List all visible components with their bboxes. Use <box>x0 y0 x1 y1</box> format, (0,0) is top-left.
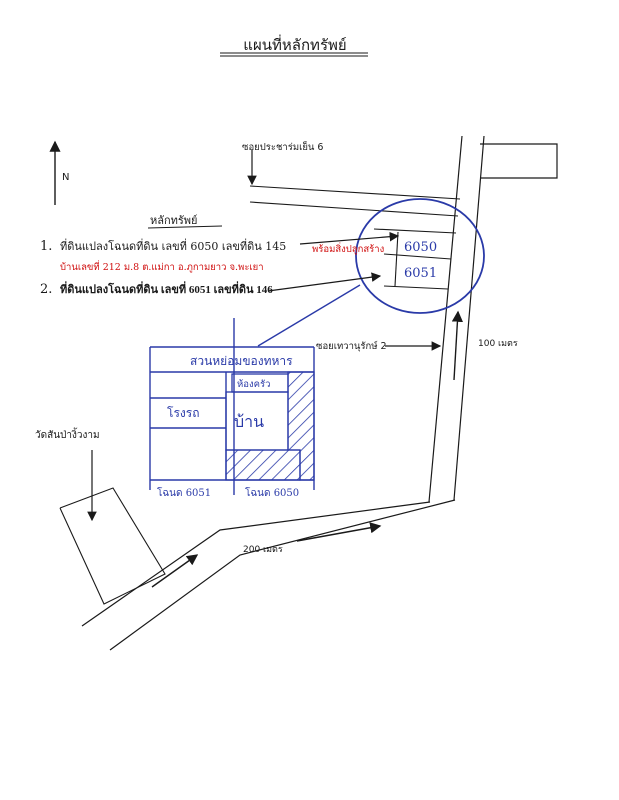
legend-item1-extra: พร้อมสิ่งปลูกสร้าง <box>312 242 384 255</box>
deed-6051-label: โฉนด 6051 <box>157 486 211 499</box>
kitchen-label: ห้องครัว <box>237 379 270 390</box>
legend-item1-pointer <box>299 231 400 245</box>
plot-6050-label: 6050 <box>404 240 437 255</box>
soi-top-label: ซอยประชาร่มเย็น 6 <box>242 140 323 153</box>
plot-boundary-a <box>373 228 457 234</box>
detail-plan <box>149 318 315 495</box>
side-distance-label: 100 เมตร <box>478 339 518 349</box>
soi-top-upper-edge <box>249 185 461 200</box>
soi-top-lower-edge <box>249 201 459 217</box>
top-right-building <box>480 143 558 179</box>
legend-item1-number: 1. <box>40 239 52 254</box>
legend-item1-address: บ้านเลขที่ 212 ม.8 ต.แม่กา อ.ภูกามยาว จ.… <box>60 260 264 273</box>
detail-connector <box>257 284 361 347</box>
plot-boundary-c <box>383 285 449 290</box>
legend-item1-text: ที่ดินแปลงโฉนดที่ดิน เลขที่ 6050 เลขที่ด… <box>60 238 286 253</box>
north-label: N <box>62 172 69 183</box>
deed-6050-label: โฉนด 6050 <box>245 486 299 499</box>
main-road-right-edge <box>453 135 485 501</box>
soi-right-label: ซอยเทวานุรักษ์ 2 <box>316 340 387 352</box>
house-label: บ้าน <box>234 412 264 431</box>
main-distance-label: 200 เมตร <box>243 545 283 555</box>
map-title: แผนที่หลักทรัพย์ <box>243 34 346 54</box>
landmark-label: วัดสันป่างิ้วงาม <box>35 427 100 441</box>
legend-heading-underline <box>147 225 223 229</box>
side-direction-arrow <box>451 310 464 381</box>
plot-6051-label: 6051 <box>404 266 437 281</box>
detail-top-label: สวนหย่อมของทหาร <box>190 354 293 368</box>
plot-boundary-b <box>383 253 452 260</box>
legend-item2-text: ที่ดินแปลงโฉนดที่ดิน เลขที่ 6051 เลขที่ด… <box>60 281 273 296</box>
plot-boundary-d <box>394 231 399 287</box>
garage-label: โรงรถ <box>167 406 199 420</box>
landmark-plot <box>59 487 166 605</box>
main-road <box>81 499 456 651</box>
legend-item2-pointer <box>267 272 382 292</box>
main-road-left-edge <box>428 135 463 503</box>
main-direction-arrow-2 <box>151 554 199 588</box>
plot-highlight-circle <box>355 198 485 314</box>
legend-heading: หลักทรัพย์ <box>150 214 198 227</box>
main-direction-arrow-1 <box>296 522 382 542</box>
legend-item2-number: 2. <box>40 282 52 297</box>
